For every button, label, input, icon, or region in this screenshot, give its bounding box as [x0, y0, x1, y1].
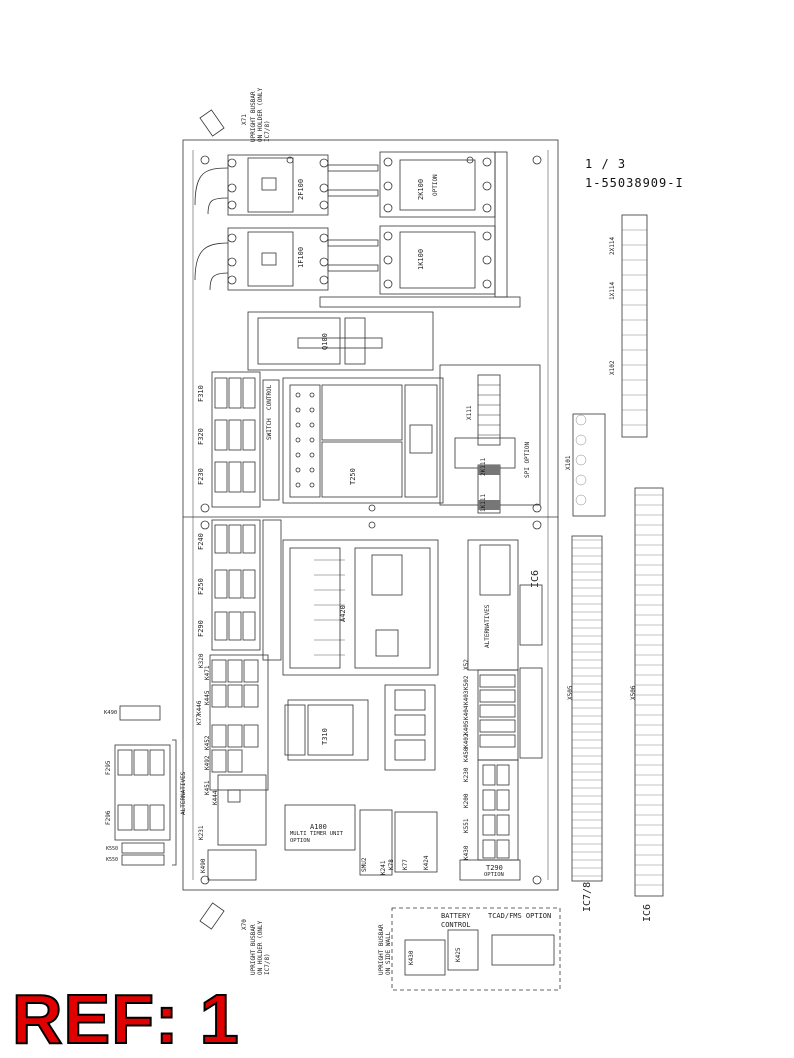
relay-k424: K424	[423, 855, 430, 870]
relay-k77-left: K77	[196, 714, 203, 725]
relay-k446: K446	[196, 700, 203, 715]
battery-subtitle: CONTROL	[441, 921, 471, 929]
relay-k404: K404	[463, 705, 470, 720]
relay-smu2: SMU2	[361, 857, 368, 872]
board-a420: A420	[339, 605, 347, 622]
fuse-f320: F320	[197, 428, 205, 445]
busbar-top-note: UPRIGHT BUSBAR ON HOLDER (ONLY IC7/8)	[250, 87, 271, 142]
busbar-side-note: UPRIGHT BUSBAR ON SIDE WALL	[378, 924, 392, 975]
relay-k451: K451	[204, 780, 211, 795]
transformer-t290-option: OPTION	[484, 872, 504, 878]
timer-a100-desc: MULTI TIMER UNIT	[290, 831, 343, 837]
relay-k200: K200	[463, 793, 470, 808]
contactor-1k100: 1K100	[417, 248, 425, 270]
fuse-f296: F296	[105, 810, 112, 825]
relay-k403: K403	[463, 690, 470, 705]
relay-k550-a: K550	[106, 846, 119, 852]
busbar-top-id: X71	[241, 114, 248, 125]
terminal-1x114: 1X114	[609, 281, 616, 300]
fuse-f240: F240	[197, 533, 205, 550]
relay-k450: K450	[463, 747, 470, 762]
relay-k452: K452	[204, 735, 211, 750]
relay-k430-battery: K430	[408, 950, 415, 965]
terminal-x101: X101	[565, 455, 572, 470]
fuse-f310: F310	[197, 385, 205, 402]
label-control: CONTROL	[266, 384, 273, 410]
relay-k231: K231	[198, 825, 205, 840]
label-alternatives-right: ALTERNATIVES	[484, 604, 491, 648]
contactor-2k100-option: OPTION	[432, 174, 439, 196]
terminal-2x114: 2X114	[609, 236, 616, 255]
sheet-id: 1 / 3 1-55038909-I	[585, 155, 684, 193]
fuse-f295: F295	[105, 760, 112, 775]
timer-a100: A100	[310, 823, 327, 831]
relay-k490-bottom: K490	[200, 858, 207, 873]
label-alternatives-left: ALTERNATIVES	[180, 771, 187, 815]
ic6-label-right: IC6	[642, 903, 653, 922]
option-spi: SPI OPTION	[524, 441, 531, 478]
relay-k77-bottom: K77	[402, 859, 409, 870]
relay-k502: K502	[463, 675, 470, 690]
label-switch: SWITCH	[266, 418, 273, 440]
relay-k78: K78	[388, 859, 395, 870]
relay-k551: K551	[463, 818, 470, 833]
ic78-label: IC7/8	[582, 881, 593, 912]
busbar-bottom-id: X70	[241, 919, 248, 930]
terminal-x505: X505	[567, 685, 574, 700]
relay-k445: K445	[204, 690, 211, 705]
tcad-fms-option: TCAD/FMS OPTION	[488, 912, 552, 920]
relay-k490-left: K490	[104, 710, 118, 716]
page-number: 1 / 3	[585, 157, 627, 171]
fuse-f290: F290	[197, 620, 205, 637]
battery-title: BATTERY	[441, 912, 471, 920]
breaker-1f100: 1F100	[297, 246, 305, 268]
relay-k444: K444	[212, 790, 219, 805]
transformer-t290: T290	[486, 864, 503, 872]
relay-x52: X52	[463, 659, 470, 670]
terminal-x102: X102	[609, 360, 616, 375]
contactor-2k100: 2K100	[417, 178, 425, 200]
busbar-bottom-note: UPRIGHT BUSBAR ON HOLDER (ONLY IC7/8)	[250, 920, 271, 975]
ic6-label-center: IC6	[530, 569, 541, 588]
relay-k241: K241	[380, 860, 387, 875]
drawing-number: 1-55038909-I	[585, 176, 684, 190]
transformer-t250: T250	[349, 468, 357, 485]
relay-k471: K471	[204, 665, 211, 680]
breaker-2f100: 2F100	[297, 178, 305, 200]
ref-label: REF: 1	[11, 980, 240, 1058]
terminal-x111: X111	[466, 405, 473, 420]
main-switch-q100: Q100	[321, 333, 329, 350]
relay-k430: K430	[463, 845, 470, 860]
terminal-x506: X506	[630, 685, 637, 700]
transformer-t310: T310	[321, 728, 329, 745]
relay-k230: K230	[463, 767, 470, 782]
relay-k402: K402	[463, 733, 470, 748]
relay-2k111: 2K111	[480, 457, 487, 476]
relay-k492: K492	[204, 755, 211, 770]
timer-a100-option: OPTION	[290, 838, 310, 844]
relay-1k111: 1K111	[480, 493, 487, 512]
fuse-f230: F230	[197, 468, 205, 485]
fuse-f250: F250	[197, 578, 205, 595]
relay-k425: K425	[455, 947, 462, 962]
relay-k550-b: K550	[106, 857, 119, 863]
